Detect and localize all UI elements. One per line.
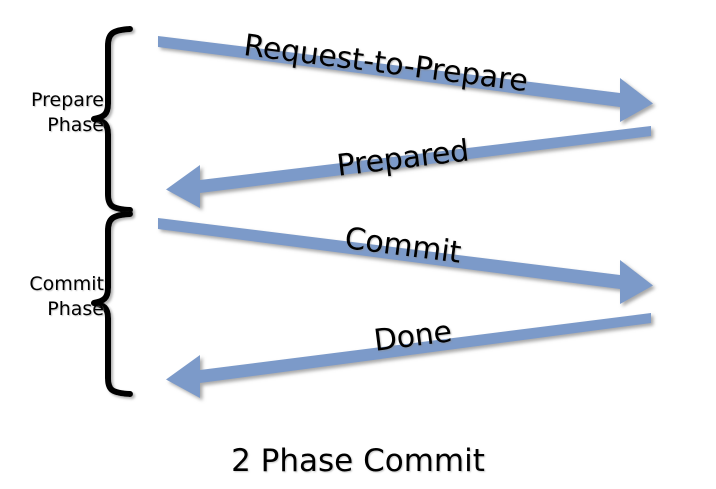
arrow-prepared xyxy=(166,126,651,208)
prepare-phase-brace xyxy=(91,26,133,213)
arrow-done xyxy=(166,313,651,398)
phase-label-commit-line1: Commit xyxy=(29,273,104,295)
arrow-commit xyxy=(158,218,653,304)
phase-label-commit-line2: Phase xyxy=(47,298,104,320)
phase-label-commit: Commit Phase xyxy=(4,272,104,322)
phase-label-prepare-line2: Phase xyxy=(47,114,104,136)
phase-label-prepare-line1: Prepare xyxy=(31,89,104,111)
phase-label-prepare: Prepare Phase xyxy=(4,88,104,138)
commit-phase-brace xyxy=(91,211,133,397)
arrow-request-to-prepare xyxy=(158,36,653,122)
diagram-title: 2 Phase Commit xyxy=(231,443,485,479)
